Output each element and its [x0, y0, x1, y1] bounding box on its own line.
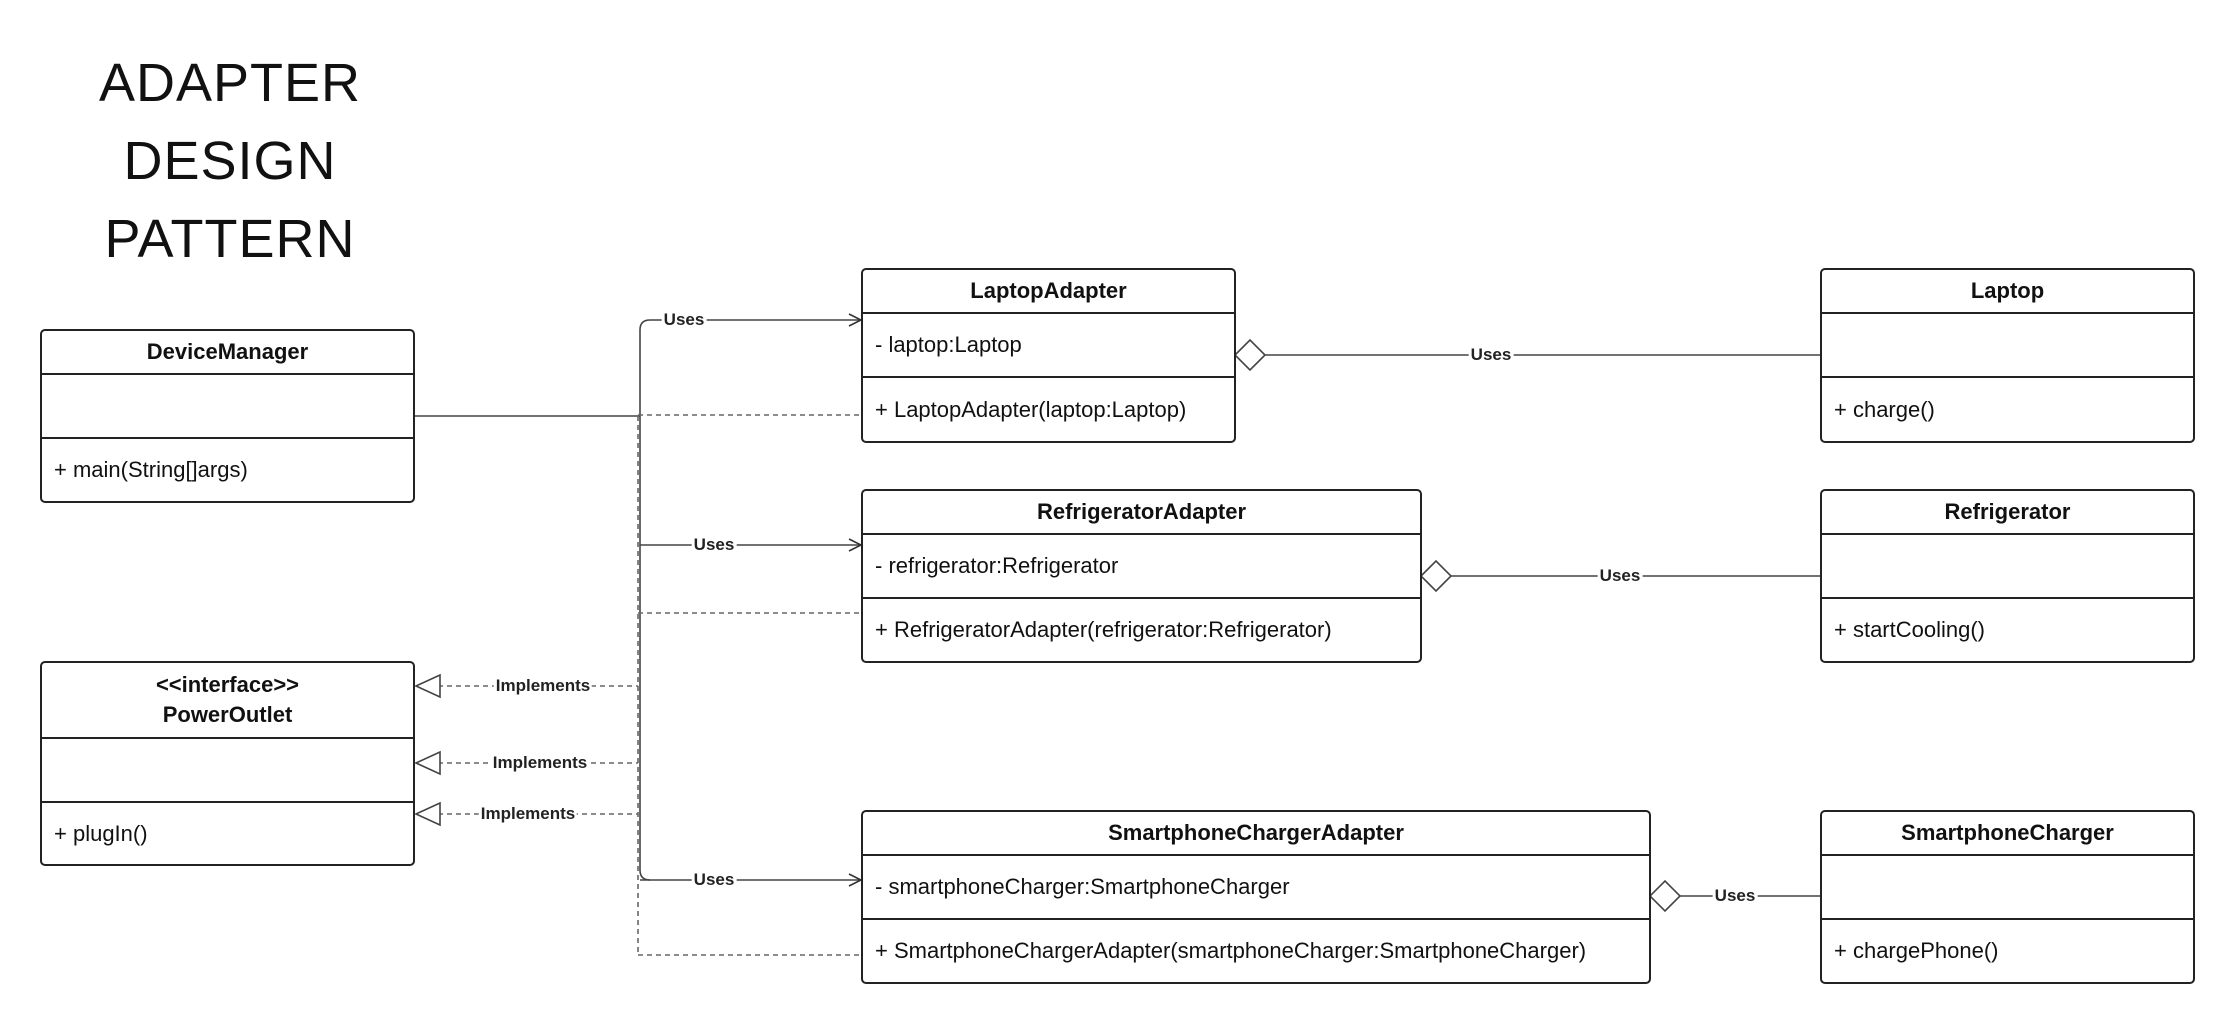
class-operations: + startCooling(): [1834, 617, 1986, 642]
title-line: DESIGN: [123, 131, 337, 191]
class-name: RefrigeratorAdapter: [863, 491, 1420, 535]
class-device-manager[interactable]: DeviceManager + main(String[]args): [40, 329, 415, 503]
aggregation-diamond: [1233, 338, 1267, 372]
class-operations: + LaptopAdapter(laptop:Laptop): [875, 396, 1187, 422]
stereotype-label: <<interface>>: [155, 672, 300, 697]
class-operations: + main(String[]args): [54, 457, 248, 482]
realization-arrowhead: [414, 801, 441, 827]
class-attributes: [1822, 535, 2193, 599]
class-operations: + chargePhone(): [1834, 938, 1999, 963]
diagram-title: ADAPTER DESIGN PATTERN: [80, 44, 380, 278]
class-header: <<interface>> PowerOutlet: [42, 663, 413, 739]
relation-label-implements: Implements: [493, 676, 593, 696]
realization-arrowhead: [414, 673, 441, 699]
class-name: SmartphoneCharger: [1822, 812, 2193, 856]
relation-label-uses: Uses: [1468, 345, 1514, 365]
class-attributes: - smartphoneCharger:SmartphoneCharger: [863, 856, 1649, 920]
class-operations: + charge(): [1834, 396, 1935, 422]
relation-label-uses: Uses: [1597, 566, 1643, 586]
relation-label-uses: Uses: [661, 310, 707, 330]
relation-label-implements: Implements: [478, 804, 578, 824]
relation-label-uses: Uses: [691, 870, 737, 890]
class-name: DeviceManager: [42, 331, 413, 375]
class-attributes: [42, 739, 413, 803]
aggregation-diamond: [1419, 559, 1453, 593]
relation-label-uses: Uses: [691, 535, 737, 555]
class-smartphone-charger[interactable]: SmartphoneCharger + chargePhone(): [1820, 810, 2195, 984]
class-attributes: [42, 375, 413, 439]
class-refrigerator[interactable]: Refrigerator + startCooling(): [1820, 489, 2195, 663]
uses-connector: [639, 320, 861, 331]
interface-power-outlet[interactable]: <<interface>> PowerOutlet + plugIn(): [40, 661, 415, 866]
class-name: LaptopAdapter: [863, 270, 1234, 314]
class-smartphone-charger-adapter[interactable]: SmartphoneChargerAdapter - smartphoneCha…: [861, 810, 1651, 984]
relation-label-uses: Uses: [1712, 886, 1758, 906]
class-name: SmartphoneChargerAdapter: [863, 812, 1649, 856]
class-operations: + plugIn(): [54, 820, 148, 846]
realization-arrowhead: [414, 750, 441, 776]
class-refrigerator-adapter[interactable]: RefrigeratorAdapter - refrigerator:Refri…: [861, 489, 1422, 663]
aggregation-diamond: [1648, 879, 1682, 913]
class-attributes: - refrigerator:Refrigerator: [863, 535, 1420, 599]
class-name: Laptop: [1822, 270, 2193, 314]
class-name: Refrigerator: [1822, 491, 2193, 535]
class-operations: + SmartphoneChargerAdapter(smartphoneCha…: [875, 938, 1587, 963]
class-operations: + RefrigeratorAdapter(refrigerator:Refri…: [875, 617, 1332, 642]
relation-label-implements: Implements: [490, 753, 590, 773]
class-attributes: - laptop:Laptop: [863, 314, 1234, 378]
class-name: PowerOutlet: [162, 702, 293, 727]
class-attributes: [1822, 314, 2193, 378]
title-line: ADAPTER: [98, 53, 362, 113]
class-laptop-adapter[interactable]: LaptopAdapter - laptop:Laptop + LaptopAd…: [861, 268, 1236, 443]
title-line: PATTERN: [104, 209, 356, 269]
class-attributes: [1822, 856, 2193, 920]
class-laptop[interactable]: Laptop + charge(): [1820, 268, 2195, 443]
